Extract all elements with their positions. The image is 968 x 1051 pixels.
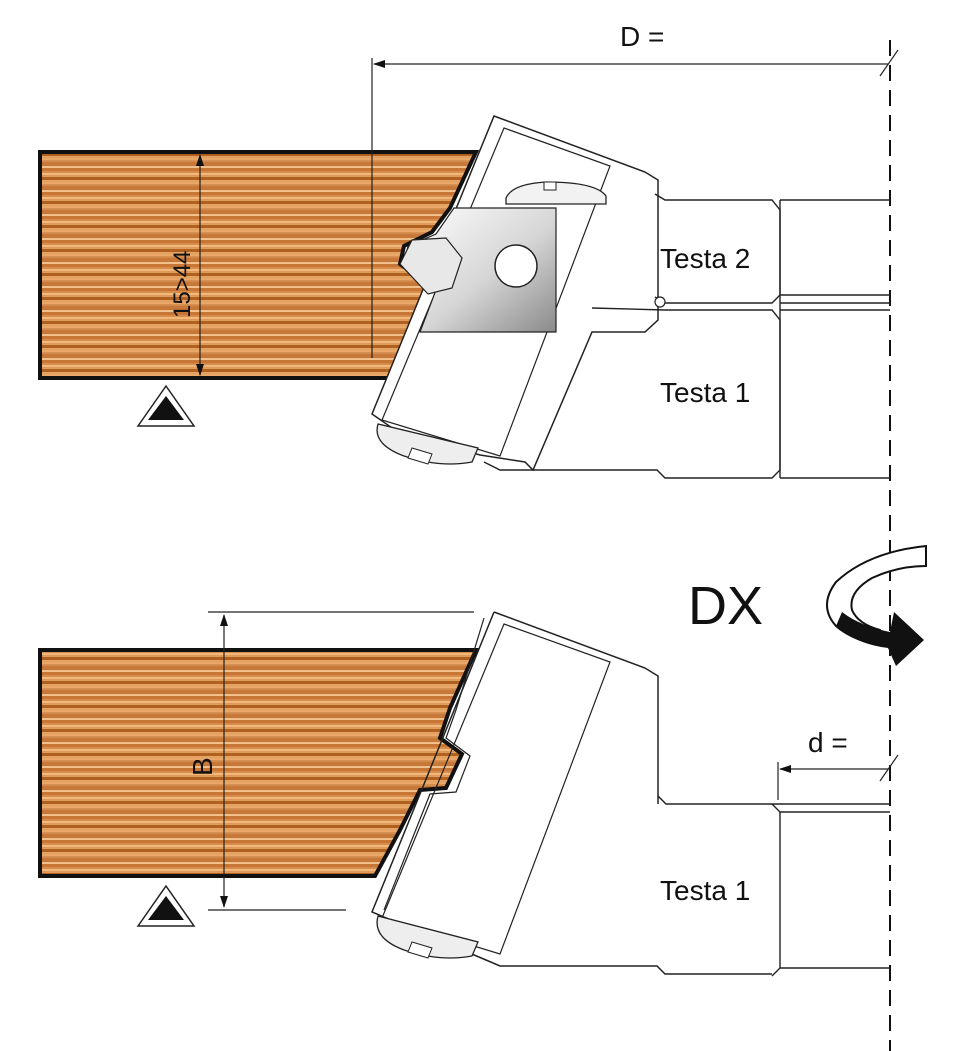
cutter-body-inner-bottom <box>381 623 611 955</box>
workpiece-bottom <box>38 648 480 878</box>
screw-head-top <box>505 181 607 205</box>
spindle-collar-top <box>780 199 890 479</box>
head-testa-1 <box>483 307 781 479</box>
dim-d-tick <box>879 754 899 782</box>
label-testa-1-bottom: Testa 1 <box>660 875 750 906</box>
dim-D-label: D = <box>620 21 664 52</box>
screw-slot-top <box>543 181 557 191</box>
label-testa-1-top: Testa 1 <box>660 377 750 408</box>
reference-triangle-icon <box>136 384 196 427</box>
label-testa-2: Testa 2 <box>660 243 750 274</box>
head-testa-1-bottom <box>771 803 890 977</box>
top-view: D = 15>44 Testa 2 Testa 1 <box>38 21 899 479</box>
head-seam <box>654 296 666 308</box>
dim-B-label: B <box>187 757 218 776</box>
screw-slot-bottom <box>407 447 433 465</box>
rotation-label: DX <box>688 576 763 636</box>
cutter-body-bottom <box>371 611 890 975</box>
knife-screw-hole <box>494 244 538 288</box>
screw-slot-bottom-2 <box>407 941 433 959</box>
bottom-view: B d = Testa 1 <box>38 611 899 977</box>
rotation-arrow-icon <box>826 544 927 666</box>
knife-tip <box>399 237 463 295</box>
dim-thickness-label: 15>44 <box>169 251 196 318</box>
reference-triangle-icon <box>136 884 196 927</box>
dim-D-tick <box>879 49 899 77</box>
dim-d-label: d = <box>808 727 848 758</box>
cutter-body-inner <box>381 127 611 457</box>
cutter-profile-bottom <box>383 617 485 911</box>
